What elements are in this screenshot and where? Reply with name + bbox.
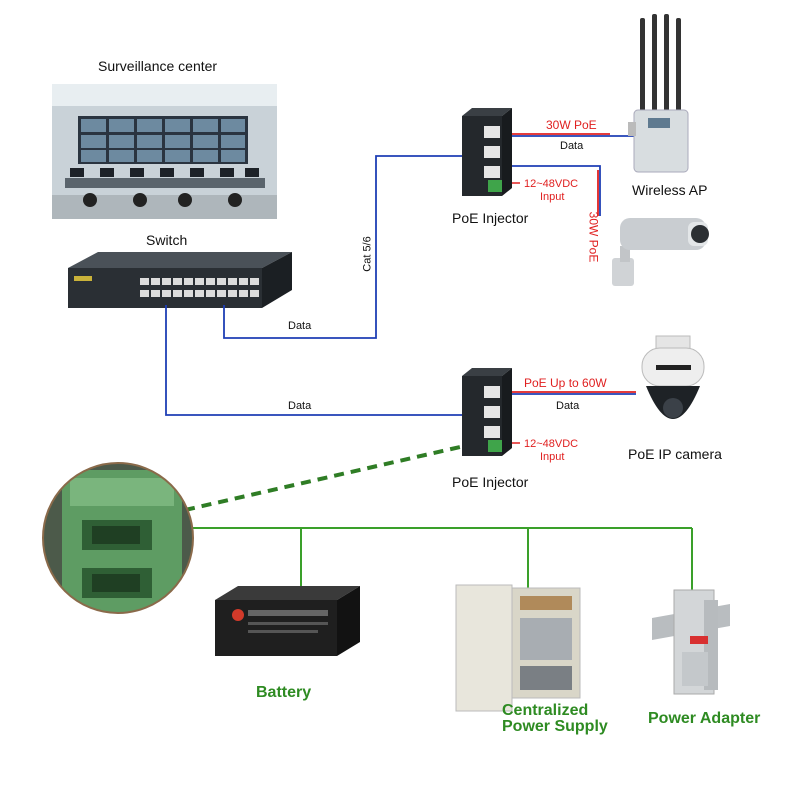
switch-label: Switch bbox=[146, 232, 188, 248]
data-cables bbox=[165, 135, 640, 416]
battery-label: Battery bbox=[256, 684, 312, 701]
data-label-switch-top: Data bbox=[288, 320, 312, 332]
poe-60w-label: PoE Up to 60W bbox=[524, 376, 607, 390]
input-voltage-top: 12~48VDC bbox=[524, 178, 579, 190]
poe-ip-camera-label: PoE IP camera bbox=[628, 446, 722, 462]
centralized-power-supply-label-1: Centralized bbox=[502, 702, 589, 719]
poe-30w-ap-label: 30W PoE bbox=[546, 118, 597, 132]
cat-cable-label: Cat 5/6 bbox=[361, 236, 374, 272]
input-voltage-bottom: 12~48VDC bbox=[524, 438, 579, 450]
power-lines bbox=[185, 527, 693, 590]
din-rail-adapter-icon bbox=[652, 589, 730, 695]
battery-icon bbox=[215, 586, 360, 656]
poe-30w-bullet-label: 30W PoE bbox=[586, 211, 601, 263]
data-label-camera: Data bbox=[556, 400, 580, 412]
poe-injector-top-label: PoE Injector bbox=[452, 210, 529, 226]
input-label-bottom: Input bbox=[540, 451, 565, 463]
data-label-switch-bottom: Data bbox=[288, 400, 312, 412]
wireless-ap-icon bbox=[628, 14, 689, 173]
surveillance-center-label: Surveillance center bbox=[98, 58, 218, 74]
poe-segments bbox=[508, 133, 636, 393]
data-label-ap: Data bbox=[560, 140, 584, 152]
poe-injector-icon bbox=[462, 368, 512, 456]
input-label-top: Input bbox=[540, 191, 565, 203]
terminal-block-zoom bbox=[42, 462, 194, 614]
power-adapter-label: Power Adapter bbox=[648, 710, 761, 727]
centralized-power-supply-label-2: Power Supply bbox=[502, 718, 608, 735]
bullet-camera-icon bbox=[612, 218, 709, 286]
poe-injector-icon bbox=[462, 108, 512, 196]
ptz-dome-camera-icon bbox=[641, 335, 705, 419]
power-dashed-line bbox=[184, 445, 461, 512]
poe-injector-bottom-label: PoE Injector bbox=[452, 474, 529, 490]
network-switch-icon bbox=[68, 252, 292, 308]
power-supply-box-icon bbox=[455, 584, 581, 712]
surveillance-room-photo bbox=[52, 84, 277, 219]
wireless-ap-label: Wireless AP bbox=[632, 182, 708, 198]
